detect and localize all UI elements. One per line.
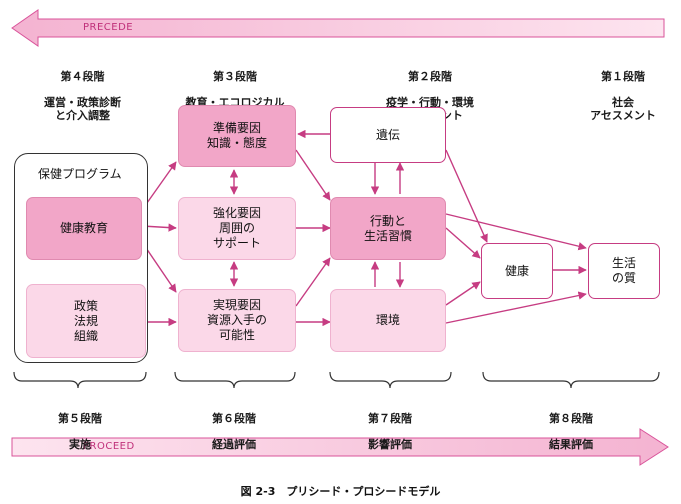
genetics-box: 遺伝: [330, 107, 446, 163]
stage-1-title: 第１段階: [601, 70, 645, 83]
stage-4-sub: 運営・政策診断 と介入調整: [44, 96, 121, 122]
proceed-arrow: [11, 428, 669, 466]
brace-stage7: [329, 371, 452, 389]
stage-1-label: 第１段階 社会 アセスメント: [578, 57, 668, 122]
figure-caption: 図 2-3 プリシード・プロシードモデル: [240, 485, 441, 498]
stage-6-sub: 経過評価: [212, 438, 256, 451]
stage-6-title: 第６段階: [212, 412, 256, 425]
behavior-lifestyle-box: 行動と 生活習慣: [330, 197, 446, 260]
stage-2-title: 第２段階: [408, 70, 452, 83]
stage-8-label: 第８段階 結果評価: [521, 399, 621, 451]
edge-enabling-behavior: [295, 257, 331, 307]
edge-environment-health: [445, 281, 481, 306]
stage-8-sub: 結果評価: [549, 438, 593, 451]
stage-7-label: 第７段階 影響評価: [340, 399, 440, 451]
health-education-box: 健康教育: [26, 197, 142, 260]
stage-5-label: 第５段階 実施: [30, 399, 130, 451]
stage-7-title: 第７段階: [368, 412, 412, 425]
edge-behavior-qol: [445, 213, 587, 251]
stage-5-title: 第５段階: [58, 412, 102, 425]
predisposing-factors-box: 準備要因 知識・態度: [178, 105, 296, 167]
brace-stage6: [174, 371, 296, 389]
environment-box: 環境: [330, 289, 446, 352]
precede-label: PRECEDE: [83, 22, 134, 33]
stage-8-title: 第８段階: [549, 412, 593, 425]
stage-6-label: 第６段階 経過評価: [184, 399, 284, 451]
enabling-factors-box: 実現要因 資源入手の 可能性: [178, 289, 296, 352]
edge-genetics-health: [445, 149, 488, 243]
proceed-label: PROCEED: [83, 441, 135, 452]
health-program-title: 保健プログラム: [38, 167, 122, 181]
quality-of-life-box: 生活 の質: [588, 243, 660, 299]
edge-predisposing-behavior: [295, 149, 331, 201]
stage-4-title: 第４段階: [60, 70, 105, 83]
stage-1-sub: 社会 アセスメント: [590, 96, 656, 122]
stage-3-title: 第３段階: [213, 70, 257, 83]
stage-4-label: 第４段階 運営・政策診断 と介入調整: [20, 57, 145, 122]
health-box: 健康: [481, 243, 553, 299]
brace-stage5: [13, 371, 147, 389]
reinforcing-factors-box: 強化要因 周囲の サポート: [178, 197, 296, 260]
edge-environment-qol: [445, 291, 587, 324]
stage-7-sub: 影響評価: [368, 438, 412, 451]
brace-stage8: [482, 371, 660, 389]
precede-arrow: [11, 9, 665, 47]
edge-behavior-health: [445, 227, 481, 259]
policy-box: 政策 法規 組織: [26, 284, 146, 358]
stage-5-sub: 実施: [69, 438, 91, 451]
